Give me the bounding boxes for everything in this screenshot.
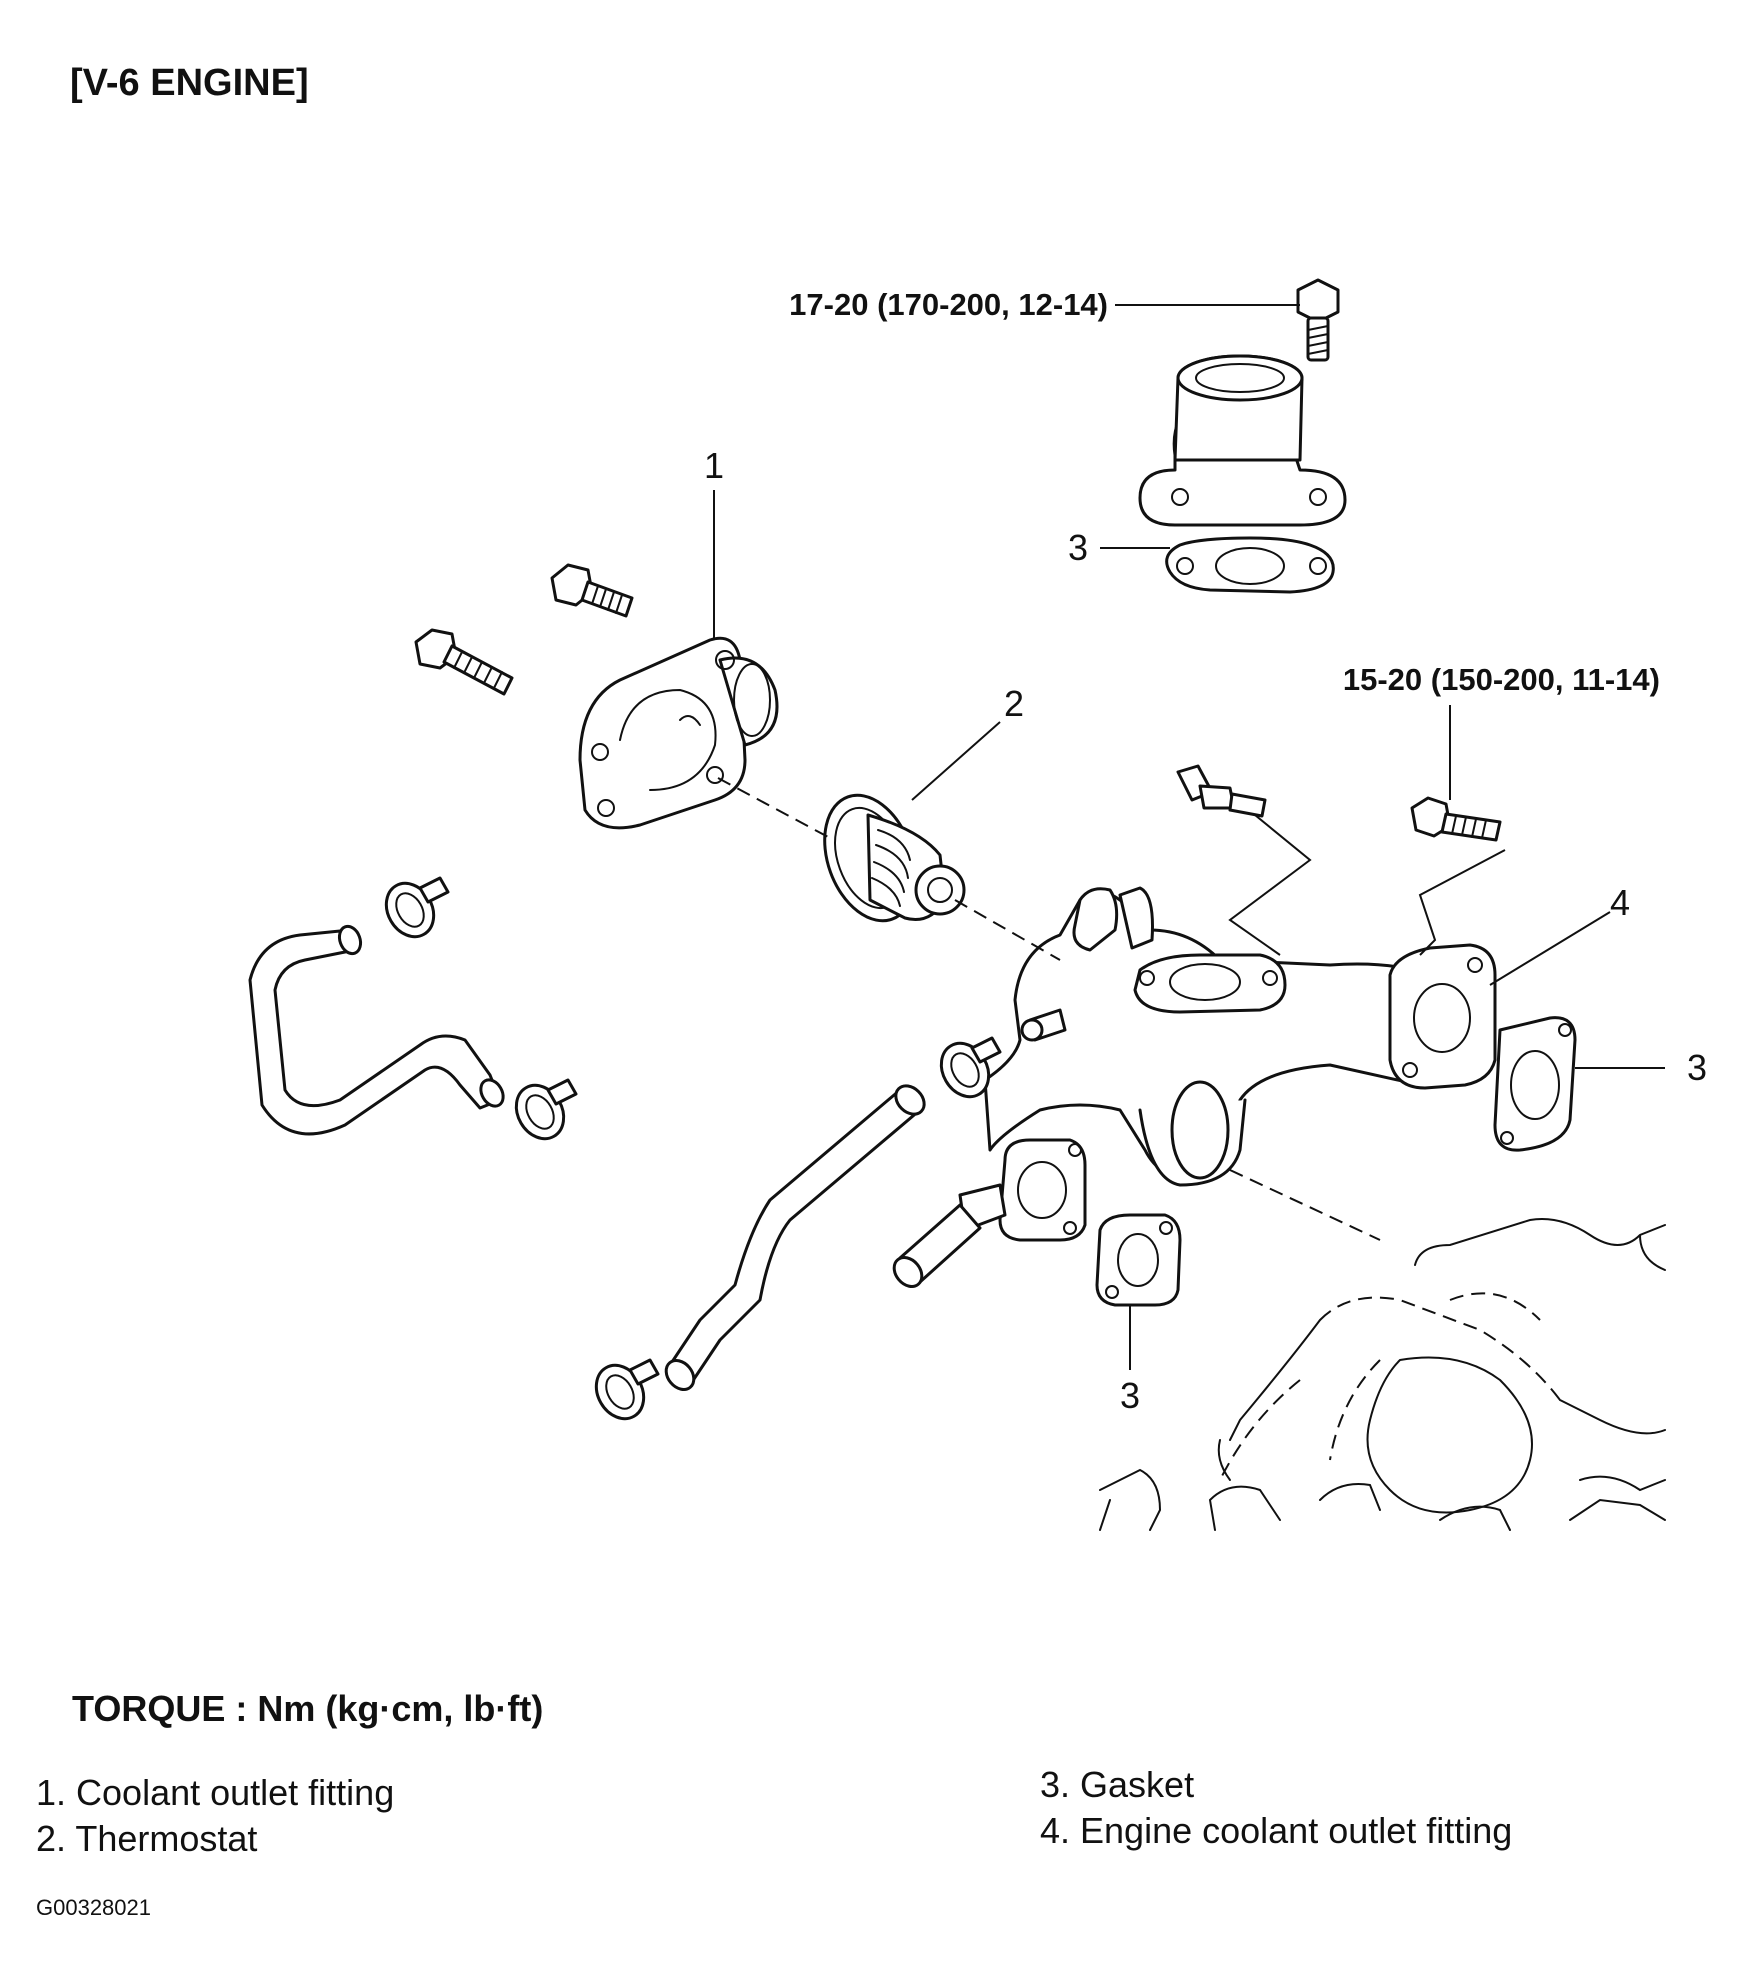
- torque-unit-note: TORQUE : Nm (kg·cm, lb·ft): [72, 1688, 544, 1729]
- gasket-right: [1493, 1016, 1577, 1152]
- torque-callout-right: 15-20 (150-200, 11-14): [1343, 662, 1660, 697]
- callouts: 17-20 (170-200, 12-14) 3 1 2 15-20 (150-…: [704, 287, 1707, 1416]
- temperature-sensor: [1176, 764, 1267, 818]
- bolt-top: [1296, 278, 1340, 362]
- callout-3-right: 3: [1687, 1047, 1707, 1088]
- legend-left: 1. Coolant outlet fitting 2. Thermostat: [36, 1770, 394, 1862]
- bolt-right: [1410, 796, 1502, 842]
- callout-1: 1: [704, 445, 724, 486]
- hose-lower: [664, 1084, 926, 1391]
- legend-item-2: 2. Thermostat: [36, 1818, 258, 1859]
- hose-clamps: [384, 876, 1002, 1421]
- callout-3-top: 3: [1068, 527, 1088, 568]
- callout-4: 4: [1610, 882, 1630, 923]
- gasket-top: [1165, 536, 1335, 594]
- legend-right: 3. Gasket 4. Engine coolant outlet fitti…: [1040, 1762, 1512, 1854]
- exploded-diagram: 17-20 (170-200, 12-14) 3 1 2 15-20 (150-…: [248, 278, 1707, 1531]
- diagram-title: [V-6 ENGINE]: [70, 62, 309, 104]
- torque-callout-top: 17-20 (170-200, 12-14): [789, 287, 1108, 322]
- assembly-lines: [717, 777, 1506, 1241]
- engine-coolant-outlet-fitting: [892, 886, 1497, 1288]
- hose-left: [248, 924, 505, 1136]
- legend-item-4: 4. Engine coolant outlet fitting: [1040, 1810, 1513, 1851]
- legend-item-1: 1. Coolant outlet fitting: [36, 1772, 395, 1813]
- thermostat: [823, 793, 966, 923]
- coolant-outlet-fitting: [578, 636, 779, 830]
- bolt-upper-left: [550, 563, 634, 618]
- legend-item-3: 3. Gasket: [1040, 1764, 1195, 1805]
- figure-id: G00328021: [36, 1895, 151, 1920]
- callout-3-bottom: 3: [1120, 1375, 1140, 1416]
- bolt-lower-left: [414, 628, 514, 696]
- gasket-bottom: [1095, 1213, 1182, 1307]
- callout-2: 2: [1004, 683, 1024, 724]
- upper-outlet-pipe: [1138, 354, 1347, 527]
- engine-block-outline: [1099, 1218, 1666, 1531]
